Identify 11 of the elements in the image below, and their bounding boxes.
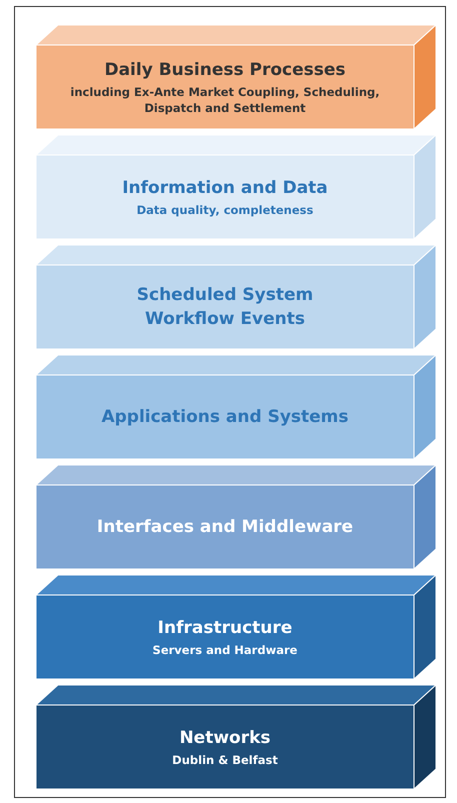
layer-title: Scheduled System Workflow Events — [136, 284, 314, 331]
layer-title: Interfaces and Middleware — [96, 516, 354, 539]
layer-subtitle: including Ex-Ante Market Coupling, Scheduling, Dispatch and Settlement — [69, 84, 381, 116]
layer-title: Information and Data — [122, 177, 328, 200]
layer-subtitle: Servers and Hardware — [152, 642, 298, 658]
layer-subtitle: Data quality, completeness — [136, 202, 314, 218]
layer-title: Infrastructure — [158, 617, 292, 640]
layer-title: Daily Business Processes — [104, 59, 346, 82]
layer-subtitle: Dublin & Belfast — [172, 752, 278, 768]
layer-title: Applications and Systems — [101, 406, 349, 429]
layer-title: Networks — [179, 727, 271, 750]
